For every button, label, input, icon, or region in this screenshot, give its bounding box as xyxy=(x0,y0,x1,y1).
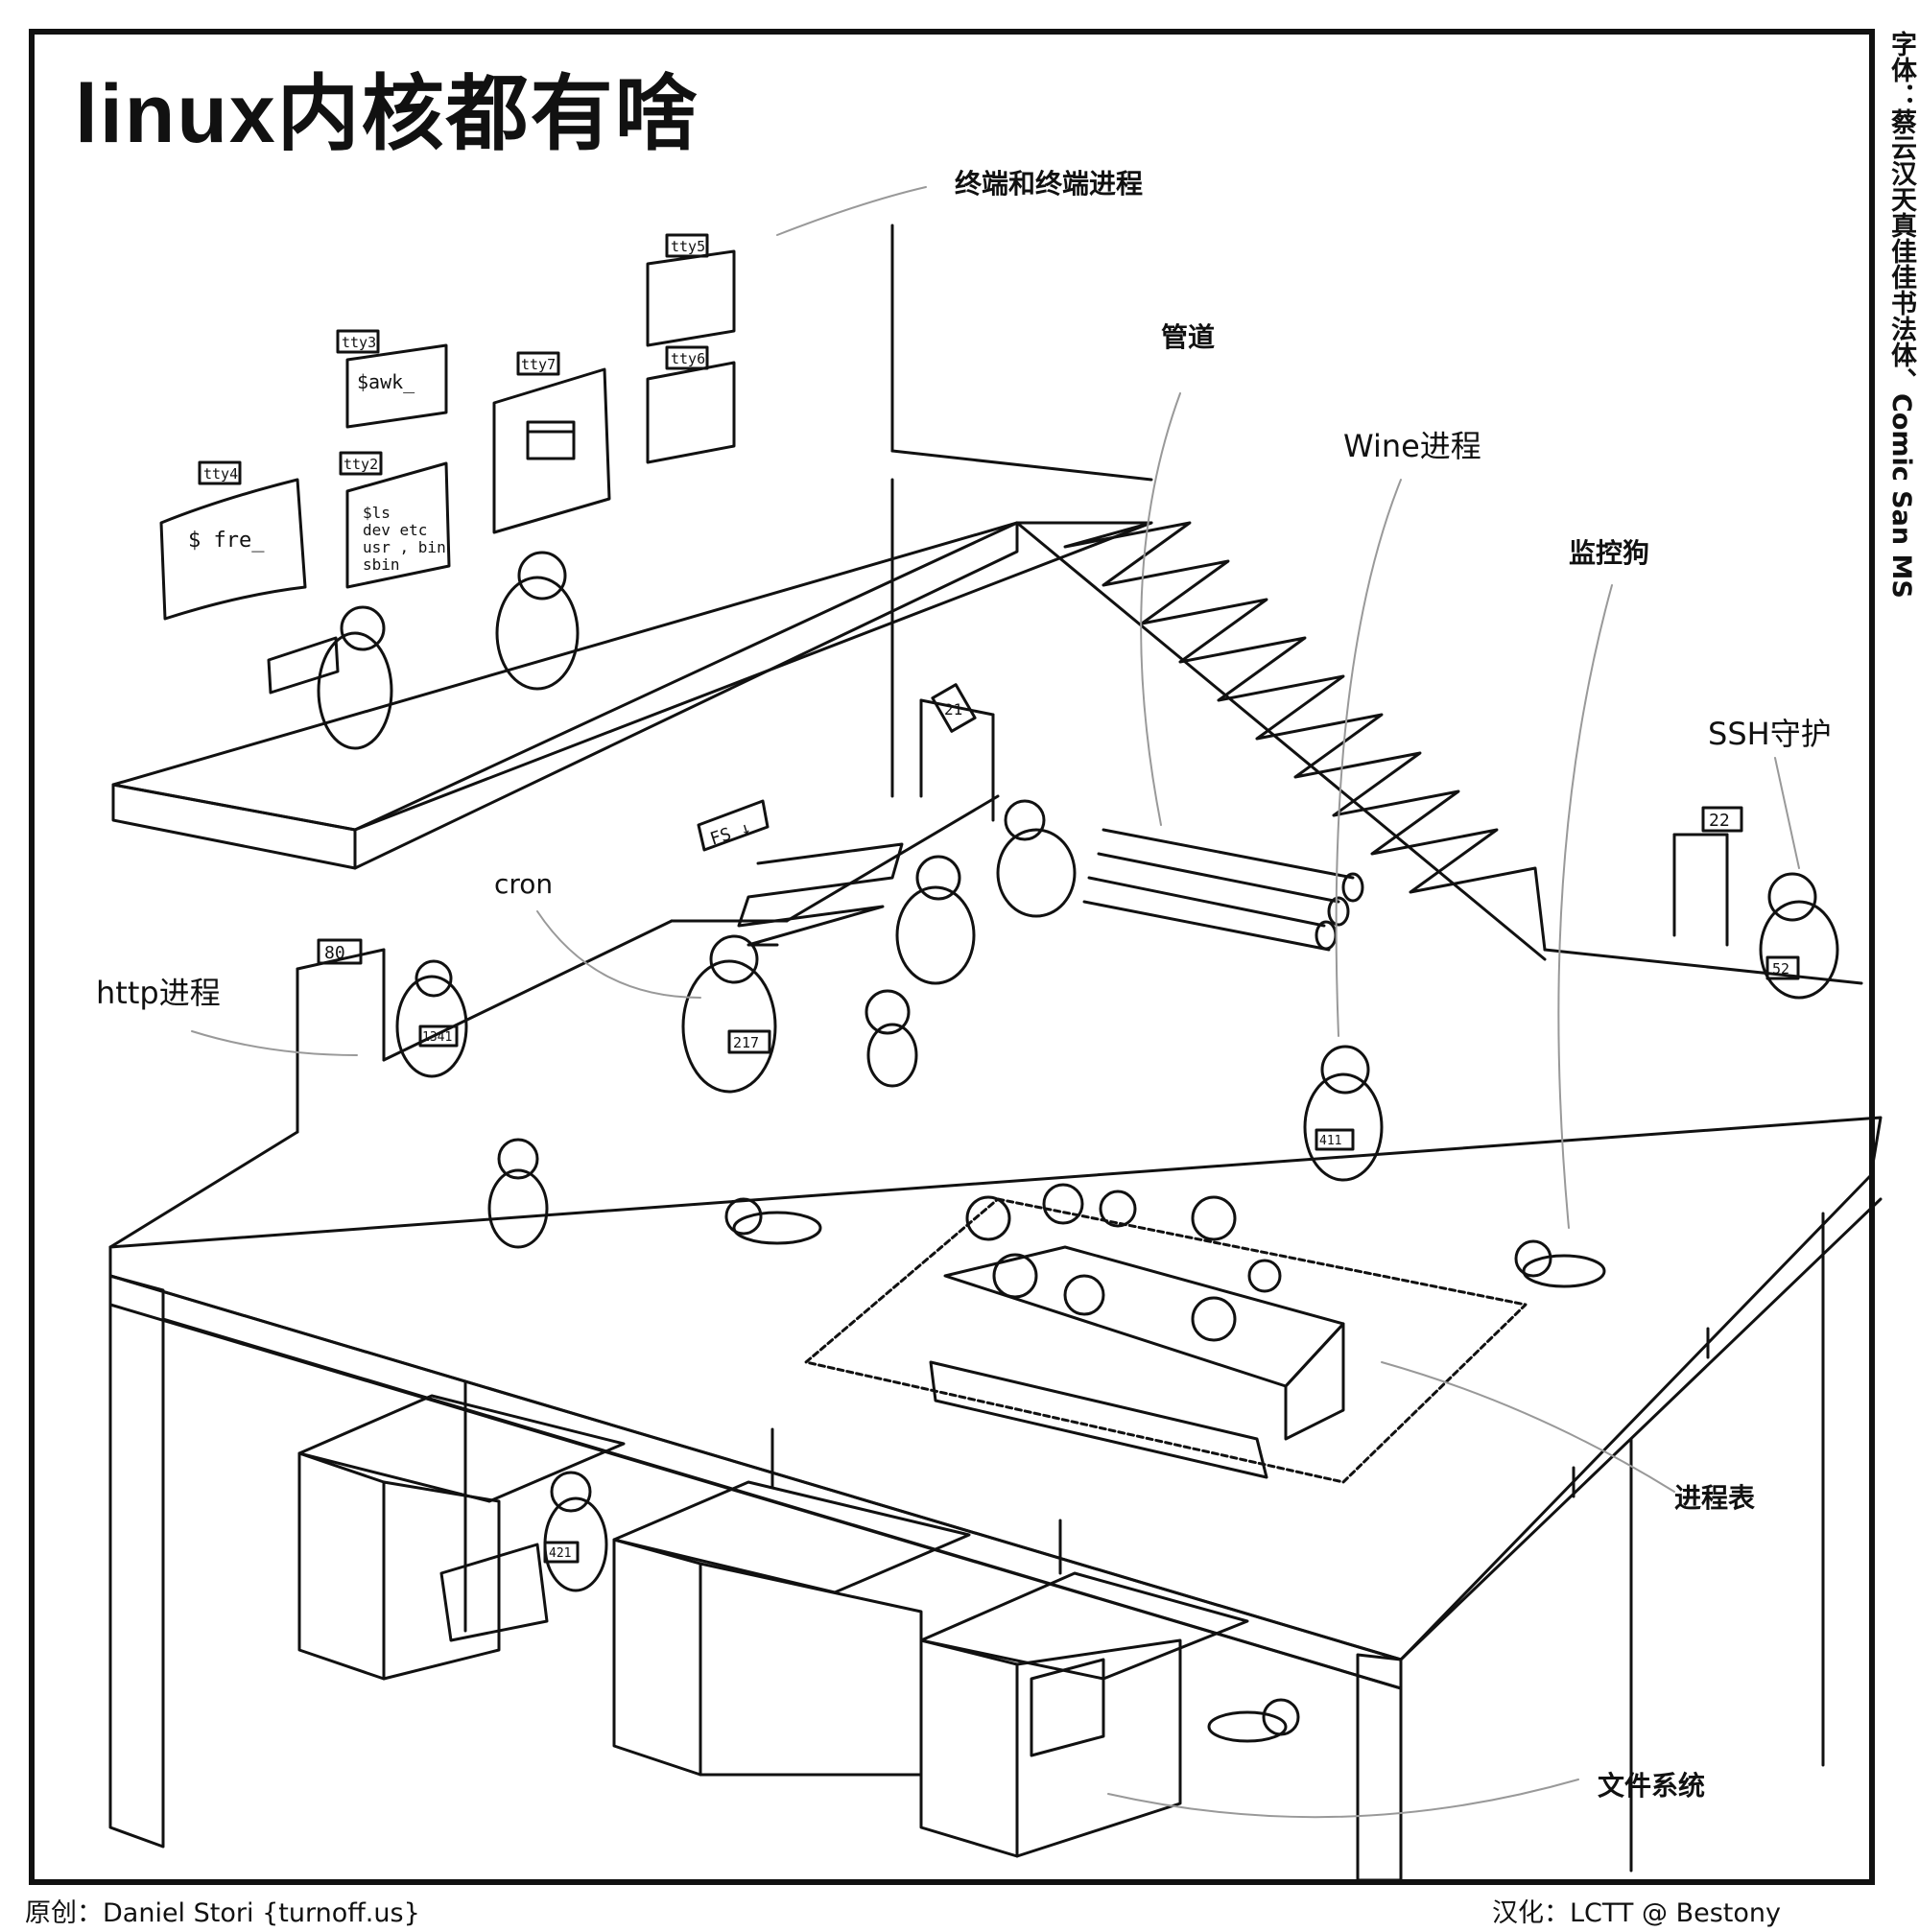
port-80-label: 80 xyxy=(324,943,345,963)
port-21-label: 21 xyxy=(944,700,962,719)
penguin-ssh: 52 xyxy=(1759,872,1839,1000)
filing-cabinet-2 xyxy=(612,1480,971,1777)
cron-badge: 217 xyxy=(733,1034,759,1051)
small-stairs xyxy=(737,842,904,947)
tty7-screen: tty7 xyxy=(492,351,611,534)
tty2-line-1: $ls xyxy=(363,504,391,522)
translation-credit: 汉化：LCTT @ Bestony xyxy=(1492,1898,1781,1928)
penguin-archiver: 421 xyxy=(543,1471,608,1592)
label-cron: cron xyxy=(494,868,554,900)
fs-sign-label: FS ↓ xyxy=(708,817,754,849)
penguin-walker xyxy=(487,1138,549,1249)
penguin-terminal-operator xyxy=(317,605,393,750)
tty4-tab-label: tty4 xyxy=(203,465,238,483)
watchdog-dog-3 xyxy=(1207,1698,1300,1743)
control-panel xyxy=(267,636,340,695)
font-credit: 字体：蔡云汉天真佳佳书法体、Comic San MS xyxy=(1886,31,1916,599)
tty6-screen: tty6 xyxy=(646,345,736,464)
elf-process xyxy=(865,989,918,1088)
sign-port-80: 80 xyxy=(317,938,363,965)
label-wine: Wine进程 xyxy=(1343,428,1481,464)
tty2-screen: tty2 $ls dev etc usr , bin sbin xyxy=(339,451,451,589)
basement-structure xyxy=(108,1212,1825,1882)
penguin-cron: 217 xyxy=(681,934,777,1094)
watchdog-dog-2 xyxy=(1514,1239,1606,1288)
comic-title: linux内核都有啥 xyxy=(75,68,699,160)
penguin-wine: 411 xyxy=(1303,1045,1384,1182)
port-22-label: 22 xyxy=(1709,811,1730,831)
pipes xyxy=(1082,828,1364,952)
tty5-screen: tty5 xyxy=(646,233,736,347)
tty3-screen: tty3 $awk_ xyxy=(336,329,448,429)
sign-fs: FS ↓ xyxy=(697,799,770,852)
tty3-command-text: $awk_ xyxy=(357,370,415,393)
tty2-line-3: usr , bin xyxy=(363,538,446,556)
middle-floor xyxy=(108,698,1883,1690)
label-watchdog: 监控狗 xyxy=(1569,537,1650,569)
http-badge: 1341 xyxy=(422,1030,452,1045)
label-pipes: 管道 xyxy=(1161,321,1216,353)
label-ssh: SSH守护 xyxy=(1708,716,1832,752)
label-terminals: 终端和终端进程 xyxy=(955,168,1144,200)
tty2-tab-label: tty2 xyxy=(344,456,378,473)
wine-badge: 411 xyxy=(1319,1134,1341,1148)
penguin-pipe-carrier-1 xyxy=(895,855,976,985)
tty3-tab-label: tty3 xyxy=(342,334,376,351)
upper-balcony xyxy=(111,521,1153,870)
sign-port-21: 21 xyxy=(931,683,977,733)
sign-port-22: 22 xyxy=(1701,806,1743,833)
leader-lines xyxy=(191,186,1800,1819)
label-process-table: 进程表 xyxy=(1674,1482,1756,1514)
comic-frame xyxy=(29,29,1875,1885)
filing-cabinet-3 xyxy=(919,1571,1249,1858)
filing-cabinet-1 xyxy=(297,1394,626,1681)
tty7-tab-label: tty7 xyxy=(521,356,556,373)
label-filesystem: 文件系统 xyxy=(1598,1770,1706,1802)
upper-wall xyxy=(890,224,1153,798)
ssh-badge: 52 xyxy=(1772,960,1789,978)
process-table xyxy=(804,1183,1528,1484)
original-author-credit: 原创：Daniel Stori {turnoff.us} xyxy=(25,1898,420,1928)
tty2-line-4: sbin xyxy=(363,555,400,574)
tty2-line-2: dev etc xyxy=(363,521,427,539)
watchdog-dog-1 xyxy=(724,1197,822,1245)
tty4-screen: tty4 $ fre_ xyxy=(159,460,307,621)
label-http: http进程 xyxy=(96,975,221,1011)
archiver-badge: 421 xyxy=(549,1546,571,1561)
penguin-pipe-carrier-2 xyxy=(996,799,1077,918)
staircase xyxy=(1015,521,1863,985)
tty4-command-text: $ fre_ xyxy=(188,529,265,553)
penguin-http: 1341 xyxy=(395,959,468,1078)
tty5-tab-label: tty5 xyxy=(671,238,705,255)
tty6-tab-label: tty6 xyxy=(671,350,705,367)
penguin-reader xyxy=(495,551,580,691)
